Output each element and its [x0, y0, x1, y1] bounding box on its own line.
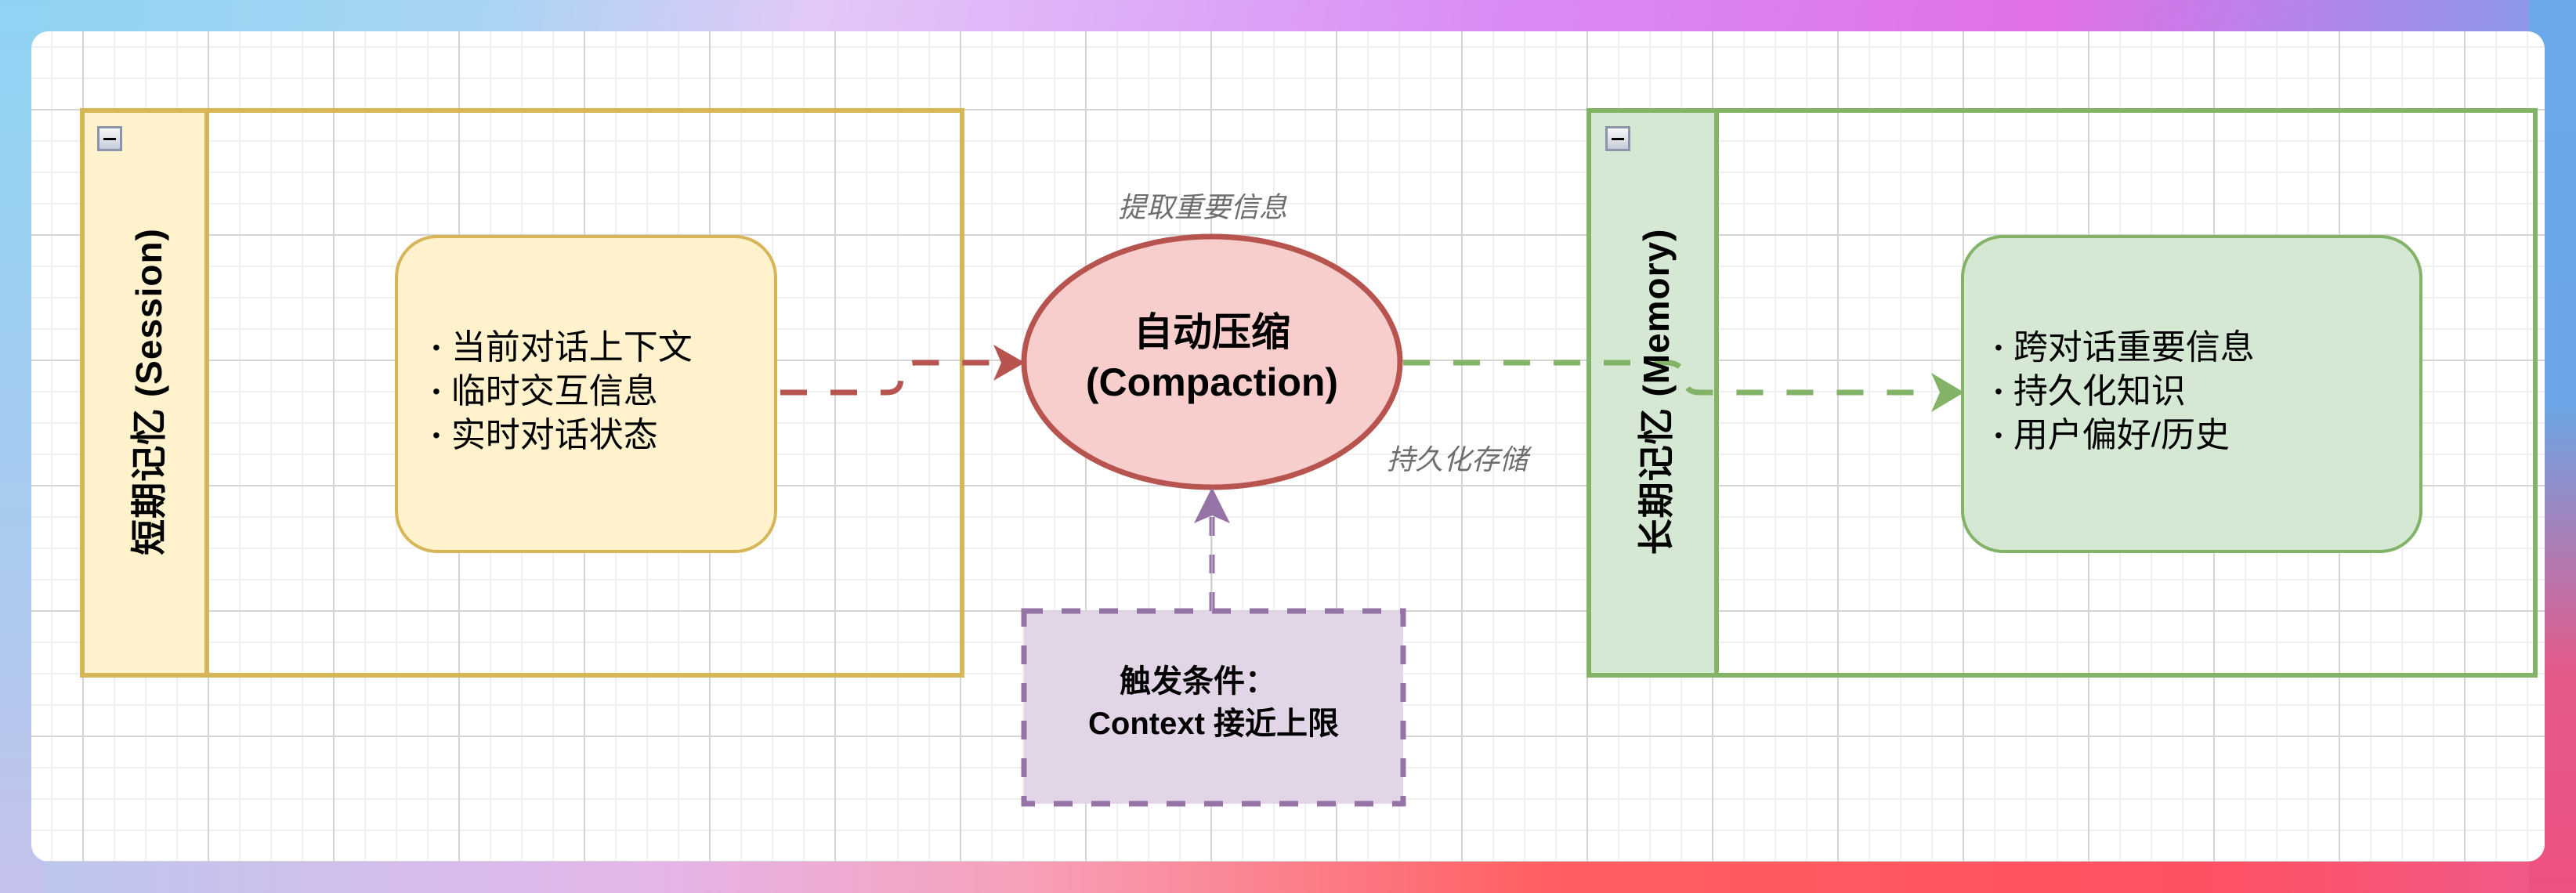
session-pool-title: 短期记忆 (Session)	[128, 228, 169, 555]
session-collapse-button[interactable]	[97, 126, 122, 151]
memory-item-label: 用户偏好/历史	[2013, 416, 2230, 454]
arrowhead-red-icon	[993, 345, 1025, 381]
memory-item: • 持久化知识	[1995, 370, 2255, 414]
bullet-icon: •	[1995, 335, 2003, 360]
compaction-label-line1: 自动压缩	[1134, 310, 1290, 354]
arrowhead-purple-icon	[1194, 487, 1230, 523]
diagram-svg	[80, 108, 2538, 807]
edge-session-to-compaction[interactable]	[780, 360, 993, 396]
arrowhead-green-icon	[1931, 373, 1964, 412]
compaction-label: 自动压缩 (Compaction)	[1055, 307, 1369, 407]
memory-item: • 用户偏好/历史	[1995, 414, 2255, 457]
session-item-label: 当前对话上下文	[450, 328, 693, 367]
trigger-label-line2: Context 接近上限	[1088, 707, 1339, 741]
memory-item-label: 跨对话重要信息	[2013, 328, 2255, 367]
memory-item: • 跨对话重要信息	[1995, 326, 2255, 370]
session-item-label: 临时交互信息	[450, 372, 658, 410]
edge-label-extract: 提取重要信息	[1118, 191, 1288, 223]
session-items-list: • 当前对话上下文 • 临时交互信息 • 实时对话状态	[432, 326, 693, 457]
trigger-label: 触发条件： Context 接近上限	[1024, 660, 1403, 745]
memory-pool[interactable]	[1586, 108, 2538, 678]
session-item: • 实时对话状态	[432, 414, 693, 457]
session-pool[interactable]	[80, 108, 964, 678]
session-content-box[interactable]	[395, 235, 777, 553]
memory-collapse-button[interactable]	[1605, 126, 1630, 151]
diagram-canvas[interactable]: 短期记忆 (Session) 长期记忆 (Memory) • 当前对话上下文 • 临…	[31, 31, 2545, 862]
session-pool-header	[80, 108, 209, 678]
bullet-icon: •	[432, 335, 440, 360]
session-item: • 当前对话上下文	[432, 326, 693, 370]
compaction-label-line2: (Compaction)	[1085, 360, 1339, 404]
memory-item-label: 持久化知识	[2013, 372, 2186, 410]
minus-icon	[1612, 137, 1624, 140]
minus-icon	[103, 137, 116, 140]
trigger-label-line1: 触发条件：	[1120, 664, 1276, 699]
session-item: • 临时交互信息	[432, 370, 693, 414]
bullet-icon: •	[1995, 423, 2003, 447]
memory-items-list: • 跨对话重要信息 • 持久化知识 • 用户偏好/历史	[1995, 326, 2255, 457]
session-item-label: 实时对话状态	[450, 416, 658, 454]
bullet-icon: •	[1995, 379, 2003, 403]
memory-content-box[interactable]	[1961, 235, 2422, 553]
memory-pool-title: 长期记忆 (Memory)	[1636, 228, 1677, 555]
edge-label-persist: 持久化存储	[1387, 443, 1529, 475]
bullet-icon: •	[432, 423, 440, 447]
bullet-icon: •	[432, 379, 440, 403]
edge-compaction-to-memory[interactable]	[1403, 360, 1933, 396]
